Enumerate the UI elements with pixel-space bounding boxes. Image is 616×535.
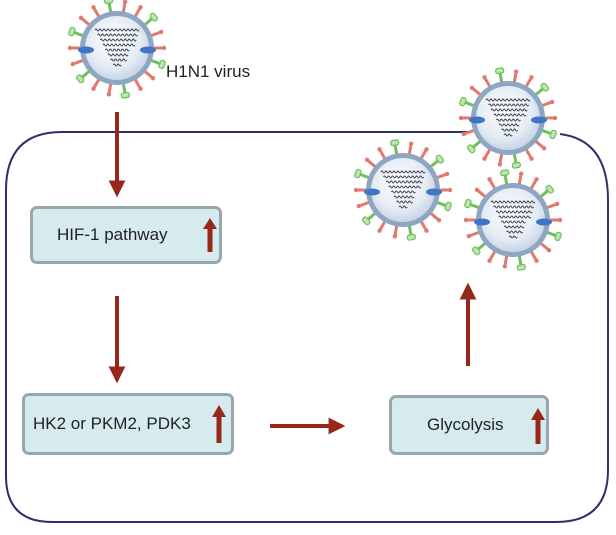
released-virion-icon: [353, 139, 453, 241]
h1n1-virion-icon: [67, 0, 167, 99]
released-virion-icon: [463, 169, 563, 271]
released-virion-icon: [458, 67, 558, 169]
up-arrow-icon: [531, 408, 545, 444]
up-arrow-icon: [212, 405, 226, 443]
hif1-pathway-box: HIF-1 pathway: [30, 206, 222, 264]
hk2-pkm2-pdk3-box: HK2 or PKM2, PDK3: [22, 393, 234, 455]
hk2-pkm2-pdk3-label: HK2 or PKM2, PDK3: [33, 414, 191, 433]
glycolysis-box: Glycolysis: [389, 395, 549, 455]
up-arrow-icon: [203, 218, 217, 252]
hif1-pathway-label: HIF-1 pathway: [57, 225, 168, 244]
virus-label: H1N1 virus: [166, 62, 251, 81]
glycolysis-label: Glycolysis: [427, 415, 504, 434]
cell-membrane: [5, 131, 609, 523]
